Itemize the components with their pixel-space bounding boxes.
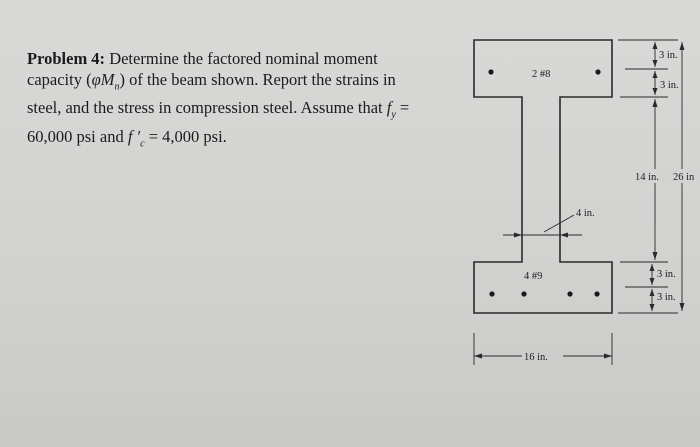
web-width-label: 4 in. bbox=[576, 208, 595, 219]
bottom-bar-3 bbox=[567, 291, 573, 297]
bottom-bar-1 bbox=[489, 291, 495, 297]
beam-outline bbox=[473, 39, 613, 314]
web-dim-arrow-left bbox=[514, 232, 522, 238]
dim-top-1-label: 3 in. bbox=[659, 50, 678, 61]
dim-bot1-arrow-down bbox=[649, 278, 655, 285]
dim-26-label-bg bbox=[672, 169, 700, 183]
bottom-bar-4 bbox=[594, 291, 600, 297]
width-label: 16 in. bbox=[524, 352, 548, 363]
dim-14-label-bg bbox=[633, 169, 673, 183]
problem-line-1: Problem 4: Determine the factored nomina… bbox=[27, 49, 378, 68]
dim-bot1-arrow-up bbox=[649, 264, 655, 271]
width-arrow-right bbox=[604, 353, 612, 359]
dim-top2-arrow-up bbox=[652, 71, 658, 78]
dim-26-arrow-up bbox=[679, 42, 685, 50]
dim-26-label: 26 in bbox=[673, 172, 695, 183]
dim-top1-arrow-down bbox=[652, 60, 658, 67]
web-leader bbox=[543, 214, 575, 233]
top-bars-label: 2 #8 bbox=[532, 69, 550, 80]
dim-bot-2-label: 3 in. bbox=[657, 292, 676, 303]
top-bar-right bbox=[595, 69, 601, 75]
dim-top2-arrow-down bbox=[652, 88, 658, 95]
dim-bot2-arrow-up bbox=[649, 289, 655, 296]
problem-heading: Problem 4: bbox=[27, 49, 106, 68]
problem-line-3: steel, and the stress in compression ste… bbox=[27, 98, 410, 121]
width-arrow-left bbox=[474, 353, 482, 359]
dim-top1-arrow-up bbox=[652, 42, 658, 49]
problem-statement: Problem 4: Determine the factored nomina… bbox=[27, 48, 447, 154]
dim-14-arrow-up bbox=[652, 99, 658, 107]
top-bar-left bbox=[488, 69, 494, 75]
dim-26-arrow-down bbox=[679, 303, 685, 311]
dim-14-arrow-down bbox=[652, 252, 658, 260]
dim-14-label: 14 in. bbox=[635, 172, 659, 183]
problem-line-2: capacity (φMn) of the beam shown. Report… bbox=[27, 70, 396, 93]
dim-top-2-label: 3 in. bbox=[660, 80, 679, 91]
dim-bot-1-label: 3 in. bbox=[657, 269, 676, 280]
web-dim-arrow-right bbox=[560, 232, 568, 238]
dim-bot2-arrow-down bbox=[649, 304, 655, 311]
bottom-bars-label: 4 #9 bbox=[524, 271, 542, 282]
bottom-bar-2 bbox=[521, 291, 527, 297]
problem-line-4: 60,000 psi and f ′c = 4,000 psi. bbox=[27, 126, 227, 149]
